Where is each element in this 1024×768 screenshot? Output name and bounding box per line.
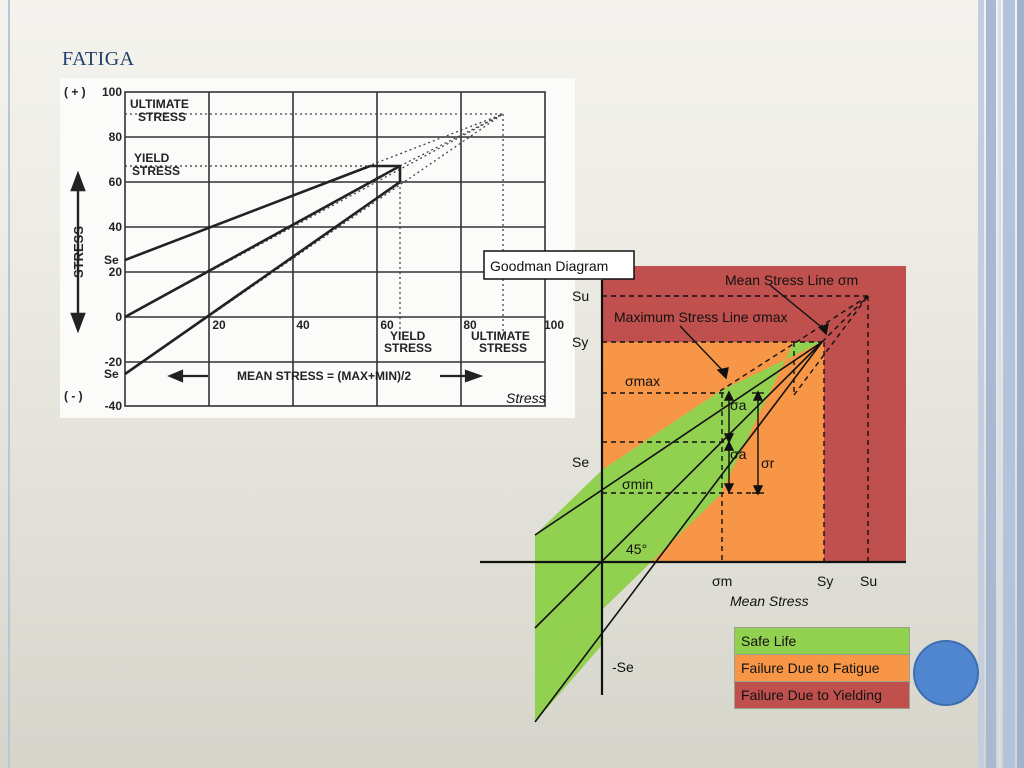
ultimate-stress-x-label: STRESS: [479, 341, 527, 355]
x-tick-label: 20: [212, 318, 226, 332]
legend-fatigue: Failure Due to Fatigue: [735, 654, 909, 681]
sy-label: Sy: [572, 334, 588, 350]
se-label: Se: [104, 367, 119, 381]
su-x-label: Su: [860, 573, 877, 589]
x-tick-label: 100: [544, 318, 564, 332]
y-tick-label: 100: [102, 85, 122, 99]
y-tick-label: -20: [105, 355, 123, 369]
yield-stress-x-label: STRESS: [384, 341, 432, 355]
y-tick-label: 20: [109, 265, 123, 279]
ultimate-stress-x-label: ULTIMATE: [471, 329, 530, 343]
stress-diagram-photo: 100 80 60 40 20 0 -20 -40 ( + ) ( - ) Se…: [60, 78, 575, 418]
x-tick-label: 80: [463, 318, 477, 332]
sigma-r-label: σr: [761, 455, 775, 471]
y-tick-label: 40: [109, 220, 123, 234]
se-label: Se: [104, 253, 119, 267]
sigma-m-x-label: σm: [712, 573, 732, 589]
max-stress-line-label: Maximum Stress Line σmax: [614, 309, 788, 325]
se-label: Se: [572, 454, 589, 470]
y-tick-label: -40: [105, 399, 123, 413]
x-axis-title: MEAN STRESS = (MAX+MIN)/2: [237, 369, 411, 383]
goodman-lines: [124, 164, 402, 376]
goodman-title-box: [483, 250, 635, 280]
sigma-a-label: σa: [730, 397, 747, 413]
yield-stress-x-label: YIELD: [390, 329, 426, 343]
su-label: Su: [572, 288, 589, 304]
x-tick-label: 40: [296, 318, 310, 332]
legend-yielding: Failure Due to Yielding: [735, 681, 909, 708]
goodman-diagram: Goodman Diagram Mean Stress Line σm Maxi…: [480, 250, 910, 730]
ultimate-stress-label: ULTIMATE: [130, 97, 189, 111]
sy-x-label: Sy: [817, 573, 833, 589]
neg-se-label: -Se: [612, 659, 634, 675]
slide-title: FATIGA: [62, 48, 135, 70]
stress-axis-label: Stress: [506, 390, 546, 406]
sigma-min-label: σmin: [622, 476, 653, 492]
sigma-max-label: σmax: [625, 373, 660, 389]
y-axis-title: STRESS: [71, 226, 86, 278]
slide-left-rule: [8, 0, 10, 768]
safe-region: [535, 342, 822, 665]
legend: Safe Life Failure Due to Fatigue Failure…: [734, 627, 910, 709]
next-slide-button[interactable]: [913, 640, 979, 706]
y-tick-label: 0: [115, 310, 122, 324]
x-tick-label: 60: [380, 318, 394, 332]
grid: [124, 91, 546, 407]
legend-safe-life: Safe Life: [735, 628, 909, 654]
yield-stress-label: STRESS: [132, 164, 180, 178]
y-sign-top: ( + ): [64, 85, 86, 99]
yield-stress-label: YIELD: [134, 151, 170, 165]
slide-border: [978, 0, 1024, 768]
angle-label: 45°: [626, 541, 647, 557]
mean-stress-axis-label: Mean Stress: [730, 593, 809, 609]
y-tick-label: 60: [109, 175, 123, 189]
ultimate-stress-label: STRESS: [138, 110, 186, 124]
mean-stress-line-label: Mean Stress Line σm: [725, 272, 858, 288]
safe-region: [535, 610, 602, 722]
sigma-a-label: σa: [730, 446, 747, 462]
goodman-title: Goodman Diagram: [490, 258, 608, 274]
y-tick-label: 80: [109, 130, 123, 144]
y-sign-bottom: ( - ): [64, 389, 83, 403]
